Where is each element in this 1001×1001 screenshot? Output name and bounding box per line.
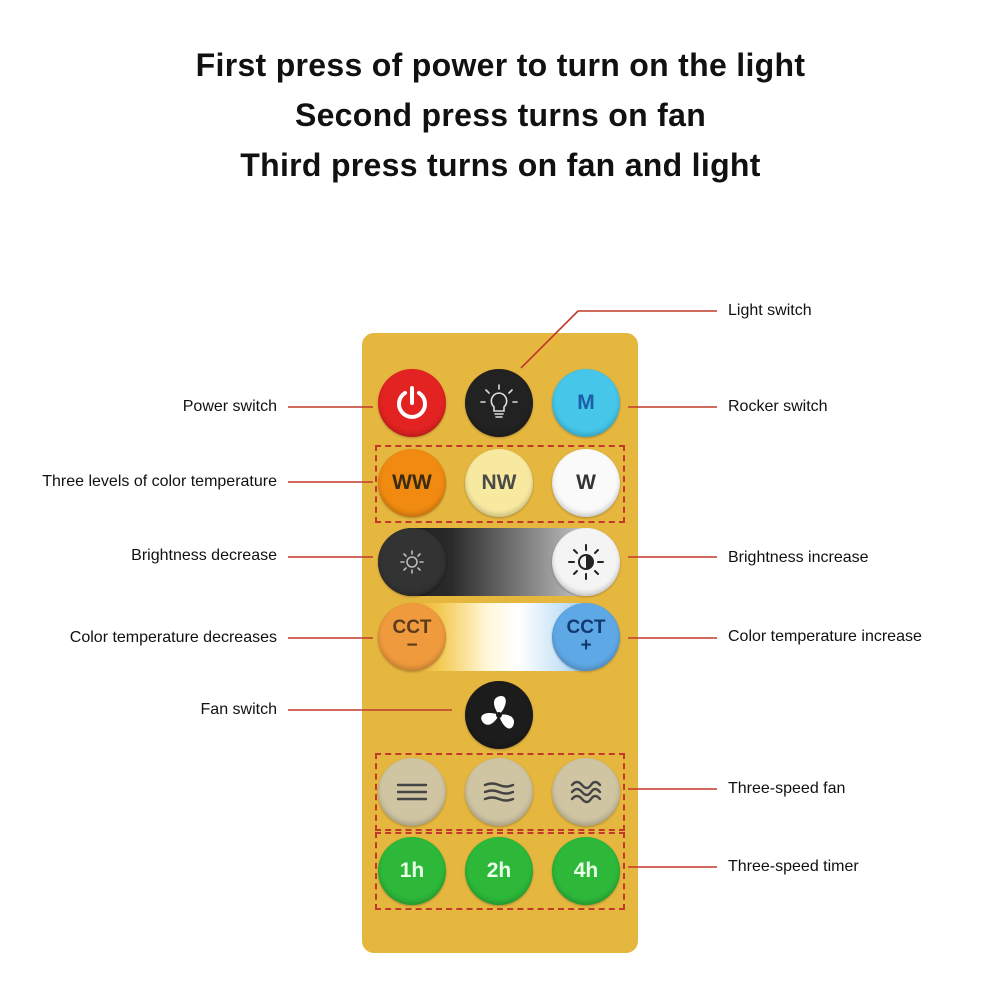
cct-increase-label: CCT xyxy=(566,617,606,638)
power-icon xyxy=(397,386,427,419)
dim-sun-icon xyxy=(400,550,424,574)
lightbulb-icon xyxy=(480,384,518,418)
label-color-temperature-levels: Three levels of color temperature xyxy=(42,473,277,490)
mode-button-label: M xyxy=(577,391,595,414)
label-three-speed-timer: Three-speed timer xyxy=(728,858,859,875)
fan-switch-button[interactable] xyxy=(465,681,533,749)
leader-light-switch xyxy=(520,310,717,369)
warm-white-label: WW xyxy=(392,471,432,494)
fan-speed-group-outline xyxy=(375,753,625,831)
label-power-switch: Power switch xyxy=(182,398,277,415)
heading-line-3: Third press turns on fan and light xyxy=(240,147,761,183)
timer-1h-label: 1h xyxy=(399,859,425,882)
fan-speed-high-icon xyxy=(570,780,602,804)
brightness-decrease-button[interactable] xyxy=(378,528,446,596)
cct-increase-sign: + xyxy=(580,635,592,656)
brightness-increase-button[interactable] xyxy=(552,528,620,596)
cct-decrease-label: CCT xyxy=(392,617,432,638)
timer-4h-label: 4h xyxy=(573,859,599,882)
label-light-switch: Light switch xyxy=(728,302,812,319)
label-color-temperature-increase: Color temperature increase xyxy=(728,628,922,645)
timer-group-outline xyxy=(375,832,625,910)
color-temperature-group-outline xyxy=(375,445,625,523)
label-brightness-increase: Brightness increase xyxy=(728,549,869,566)
light-button[interactable] xyxy=(465,369,533,437)
label-rocker-switch: Rocker switch xyxy=(728,398,828,415)
heading-line-2: Second press turns on fan xyxy=(294,97,707,133)
cct-decrease-button[interactable]: CCT − xyxy=(378,603,446,671)
cct-decrease-sign: − xyxy=(406,635,418,656)
timer-4h-button[interactable]: 4h xyxy=(552,837,620,905)
neutral-white-label: NW xyxy=(481,471,517,494)
heading-line-1: First press of power to turn on the ligh… xyxy=(195,47,806,83)
neutral-white-button[interactable]: NW xyxy=(465,449,533,517)
label-fan-switch: Fan switch xyxy=(200,701,277,718)
fan-speed-low-icon xyxy=(396,783,428,801)
fan-icon xyxy=(481,696,514,729)
label-color-temperature-decreases: Color temperature decreases xyxy=(69,629,277,646)
fan-speed-high-button[interactable] xyxy=(552,758,620,826)
white-button[interactable]: W xyxy=(552,449,620,517)
remote-control: M WW NW W xyxy=(362,333,638,953)
warm-white-button[interactable]: WW xyxy=(378,449,446,517)
bright-sun-icon xyxy=(568,544,604,580)
timer-1h-button[interactable]: 1h xyxy=(378,837,446,905)
timer-2h-label: 2h xyxy=(486,859,512,882)
fan-speed-medium-icon xyxy=(483,782,515,802)
timer-2h-button[interactable]: 2h xyxy=(465,837,533,905)
mode-button[interactable]: M xyxy=(552,369,620,437)
fan-speed-low-button[interactable] xyxy=(378,758,446,826)
cct-increase-button[interactable]: CCT + xyxy=(552,603,620,671)
power-button[interactable] xyxy=(378,369,446,437)
fan-speed-medium-button[interactable] xyxy=(465,758,533,826)
white-label: W xyxy=(576,471,596,494)
label-brightness-decrease: Brightness decrease xyxy=(131,547,277,564)
label-three-speed-fan: Three-speed fan xyxy=(728,780,846,797)
